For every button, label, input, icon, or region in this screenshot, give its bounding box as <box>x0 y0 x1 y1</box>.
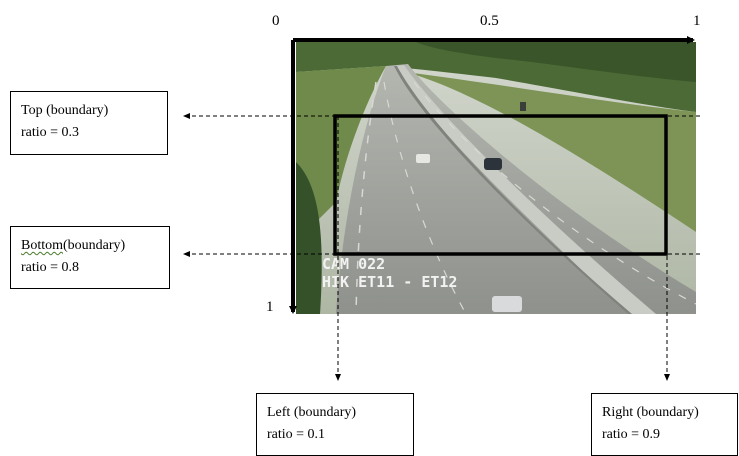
right-boundary-label: Right (boundary) <box>602 405 699 420</box>
top-boundary-label: Top (boundary) <box>21 103 109 118</box>
top-boundary-box: Top (boundary) ratio = 0.3 <box>10 91 168 155</box>
left-boundary-label: Left (boundary) <box>267 405 357 420</box>
x-tick-0-5: 0.5 <box>480 13 499 29</box>
bottom-boundary-suffix: (boundary) <box>63 238 126 253</box>
left-boundary-ratio: ratio = 0.1 <box>267 427 326 442</box>
y-tick-1: 1 <box>266 299 274 315</box>
boundary-rectangle <box>333 114 668 256</box>
bottom-boundary-label: Bottom(boundary) <box>21 235 159 257</box>
x-tick-0: 0 <box>272 13 280 29</box>
bottom-boundary-ratio: ratio = 0.8 <box>21 260 80 275</box>
left-boundary-box: Left (boundary) ratio = 0.1 <box>256 393 414 456</box>
top-boundary-ratio: ratio = 0.3 <box>21 125 80 140</box>
bottom-boundary-box: Bottom(boundary) ratio = 0.8 <box>10 226 170 289</box>
right-boundary-box: Right (boundary) ratio = 0.9 <box>591 393 738 456</box>
right-boundary-ratio: ratio = 0.9 <box>602 427 661 442</box>
x-tick-1: 1 <box>693 13 701 29</box>
traffic-camera-image: CAM 022 HIK ET11 - ET12 <box>296 42 696 314</box>
camera-osd-line-2: HIK ET11 - ET12 <box>322 273 458 291</box>
bottom-boundary-word: Bottom <box>21 238 64 253</box>
